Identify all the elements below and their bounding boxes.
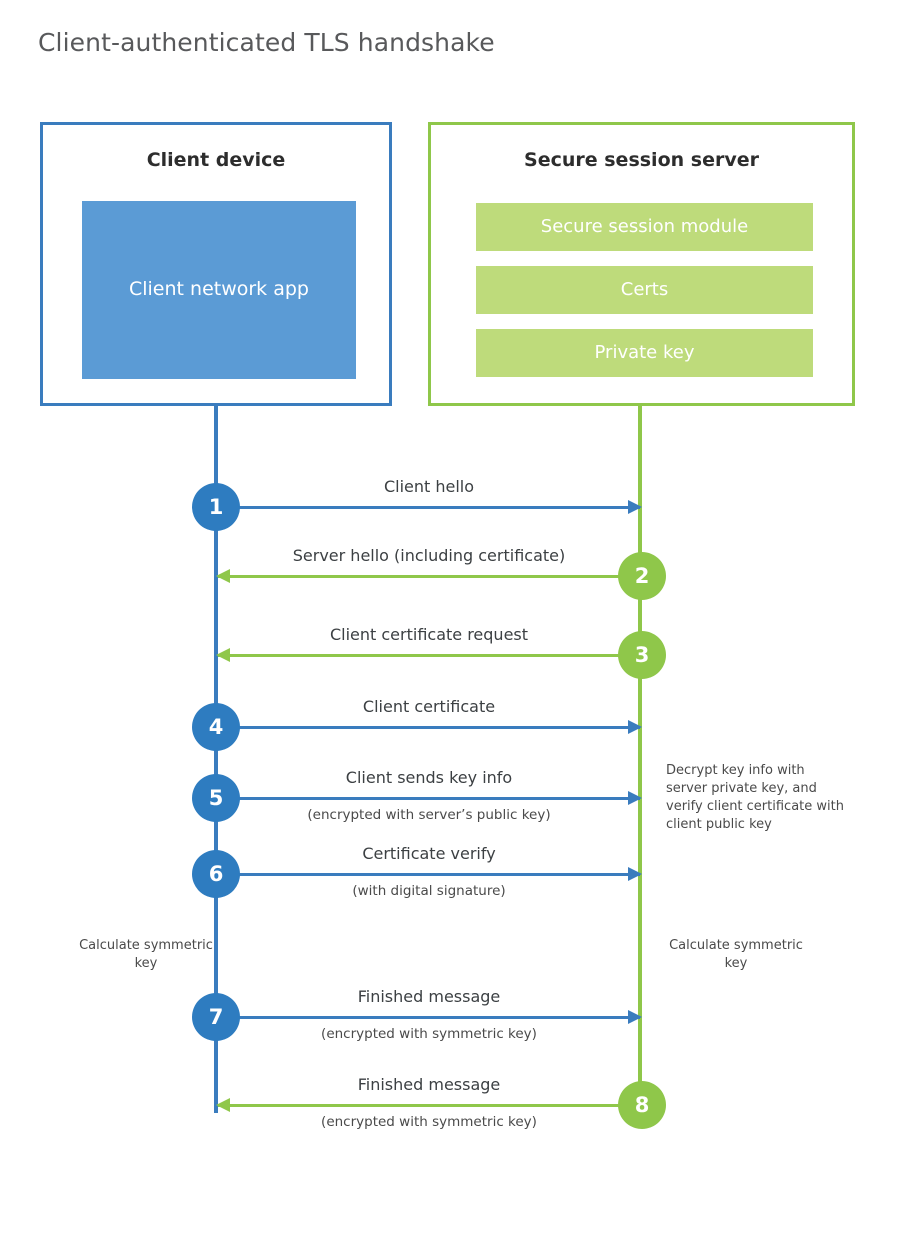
arrow-head-icon xyxy=(628,867,642,881)
message-label-1: Client hello xyxy=(383,477,475,496)
message-arrow-8 xyxy=(218,1104,640,1107)
arrow-head-icon xyxy=(216,648,230,662)
step-number-6: 6 xyxy=(192,850,240,898)
actor-box-client-device: Client device Client network app xyxy=(40,122,392,406)
message-arrow-7 xyxy=(218,1016,640,1019)
step-number-3: 3 xyxy=(618,631,666,679)
private-key-block: Private key xyxy=(476,329,813,377)
arrow-head-icon xyxy=(216,1098,230,1112)
message-label-7: Finished message xyxy=(357,987,501,1006)
client-network-app-block: Client network app xyxy=(82,201,356,379)
message-sublabel-6: (with digital signature) xyxy=(352,883,506,899)
step-number-1: 1 xyxy=(192,483,240,531)
arrow-head-icon xyxy=(628,791,642,805)
message-arrow-6 xyxy=(218,873,640,876)
message-label-5: Client sends key info xyxy=(345,768,513,787)
note-client-calculate-symmetric-key: Calculate symmetric key xyxy=(79,938,213,971)
page-title: Client-authenticated TLS handshake xyxy=(38,28,495,57)
message-label-4: Client certificate xyxy=(362,697,496,716)
message-label-6: Certificate verify xyxy=(362,844,496,863)
certs-block: Certs xyxy=(476,266,813,314)
step-number-8: 8 xyxy=(618,1081,666,1129)
message-arrow-5 xyxy=(218,797,640,800)
arrow-head-icon xyxy=(216,569,230,583)
message-label-2: Server hello (including certificate) xyxy=(292,546,566,565)
step-number-4: 4 xyxy=(192,703,240,751)
message-arrow-4 xyxy=(218,726,640,729)
step-number-7: 7 xyxy=(192,993,240,1041)
client-lifeline xyxy=(214,406,218,1113)
message-sublabel-5: (encrypted with server’s public key) xyxy=(307,807,551,823)
arrow-head-icon xyxy=(628,500,642,514)
client-device-title: Client device xyxy=(146,149,286,171)
message-sublabel-7: (encrypted with symmetric key) xyxy=(321,1026,537,1042)
message-arrow-3 xyxy=(218,654,640,657)
secure-session-server-title: Secure session server xyxy=(524,149,759,171)
arrow-head-icon xyxy=(628,720,642,734)
note-server-calculate-symmetric-key: Calculate symmetric key xyxy=(669,938,803,971)
arrow-head-icon xyxy=(628,1010,642,1024)
message-arrow-1 xyxy=(218,506,640,509)
message-sublabel-8: (encrypted with symmetric key) xyxy=(321,1114,537,1130)
step-number-2: 2 xyxy=(618,552,666,600)
message-label-8: Finished message xyxy=(357,1075,501,1094)
message-arrow-2 xyxy=(218,575,640,578)
note-server-decrypt: Decrypt key info with server private key… xyxy=(666,763,844,832)
message-label-3: Client certificate request xyxy=(329,625,529,644)
server-lifeline xyxy=(638,406,642,1106)
actor-box-secure-session-server: Secure session server Secure session mod… xyxy=(428,122,855,406)
step-number-5: 5 xyxy=(192,774,240,822)
secure-session-module-block: Secure session module xyxy=(476,203,813,251)
